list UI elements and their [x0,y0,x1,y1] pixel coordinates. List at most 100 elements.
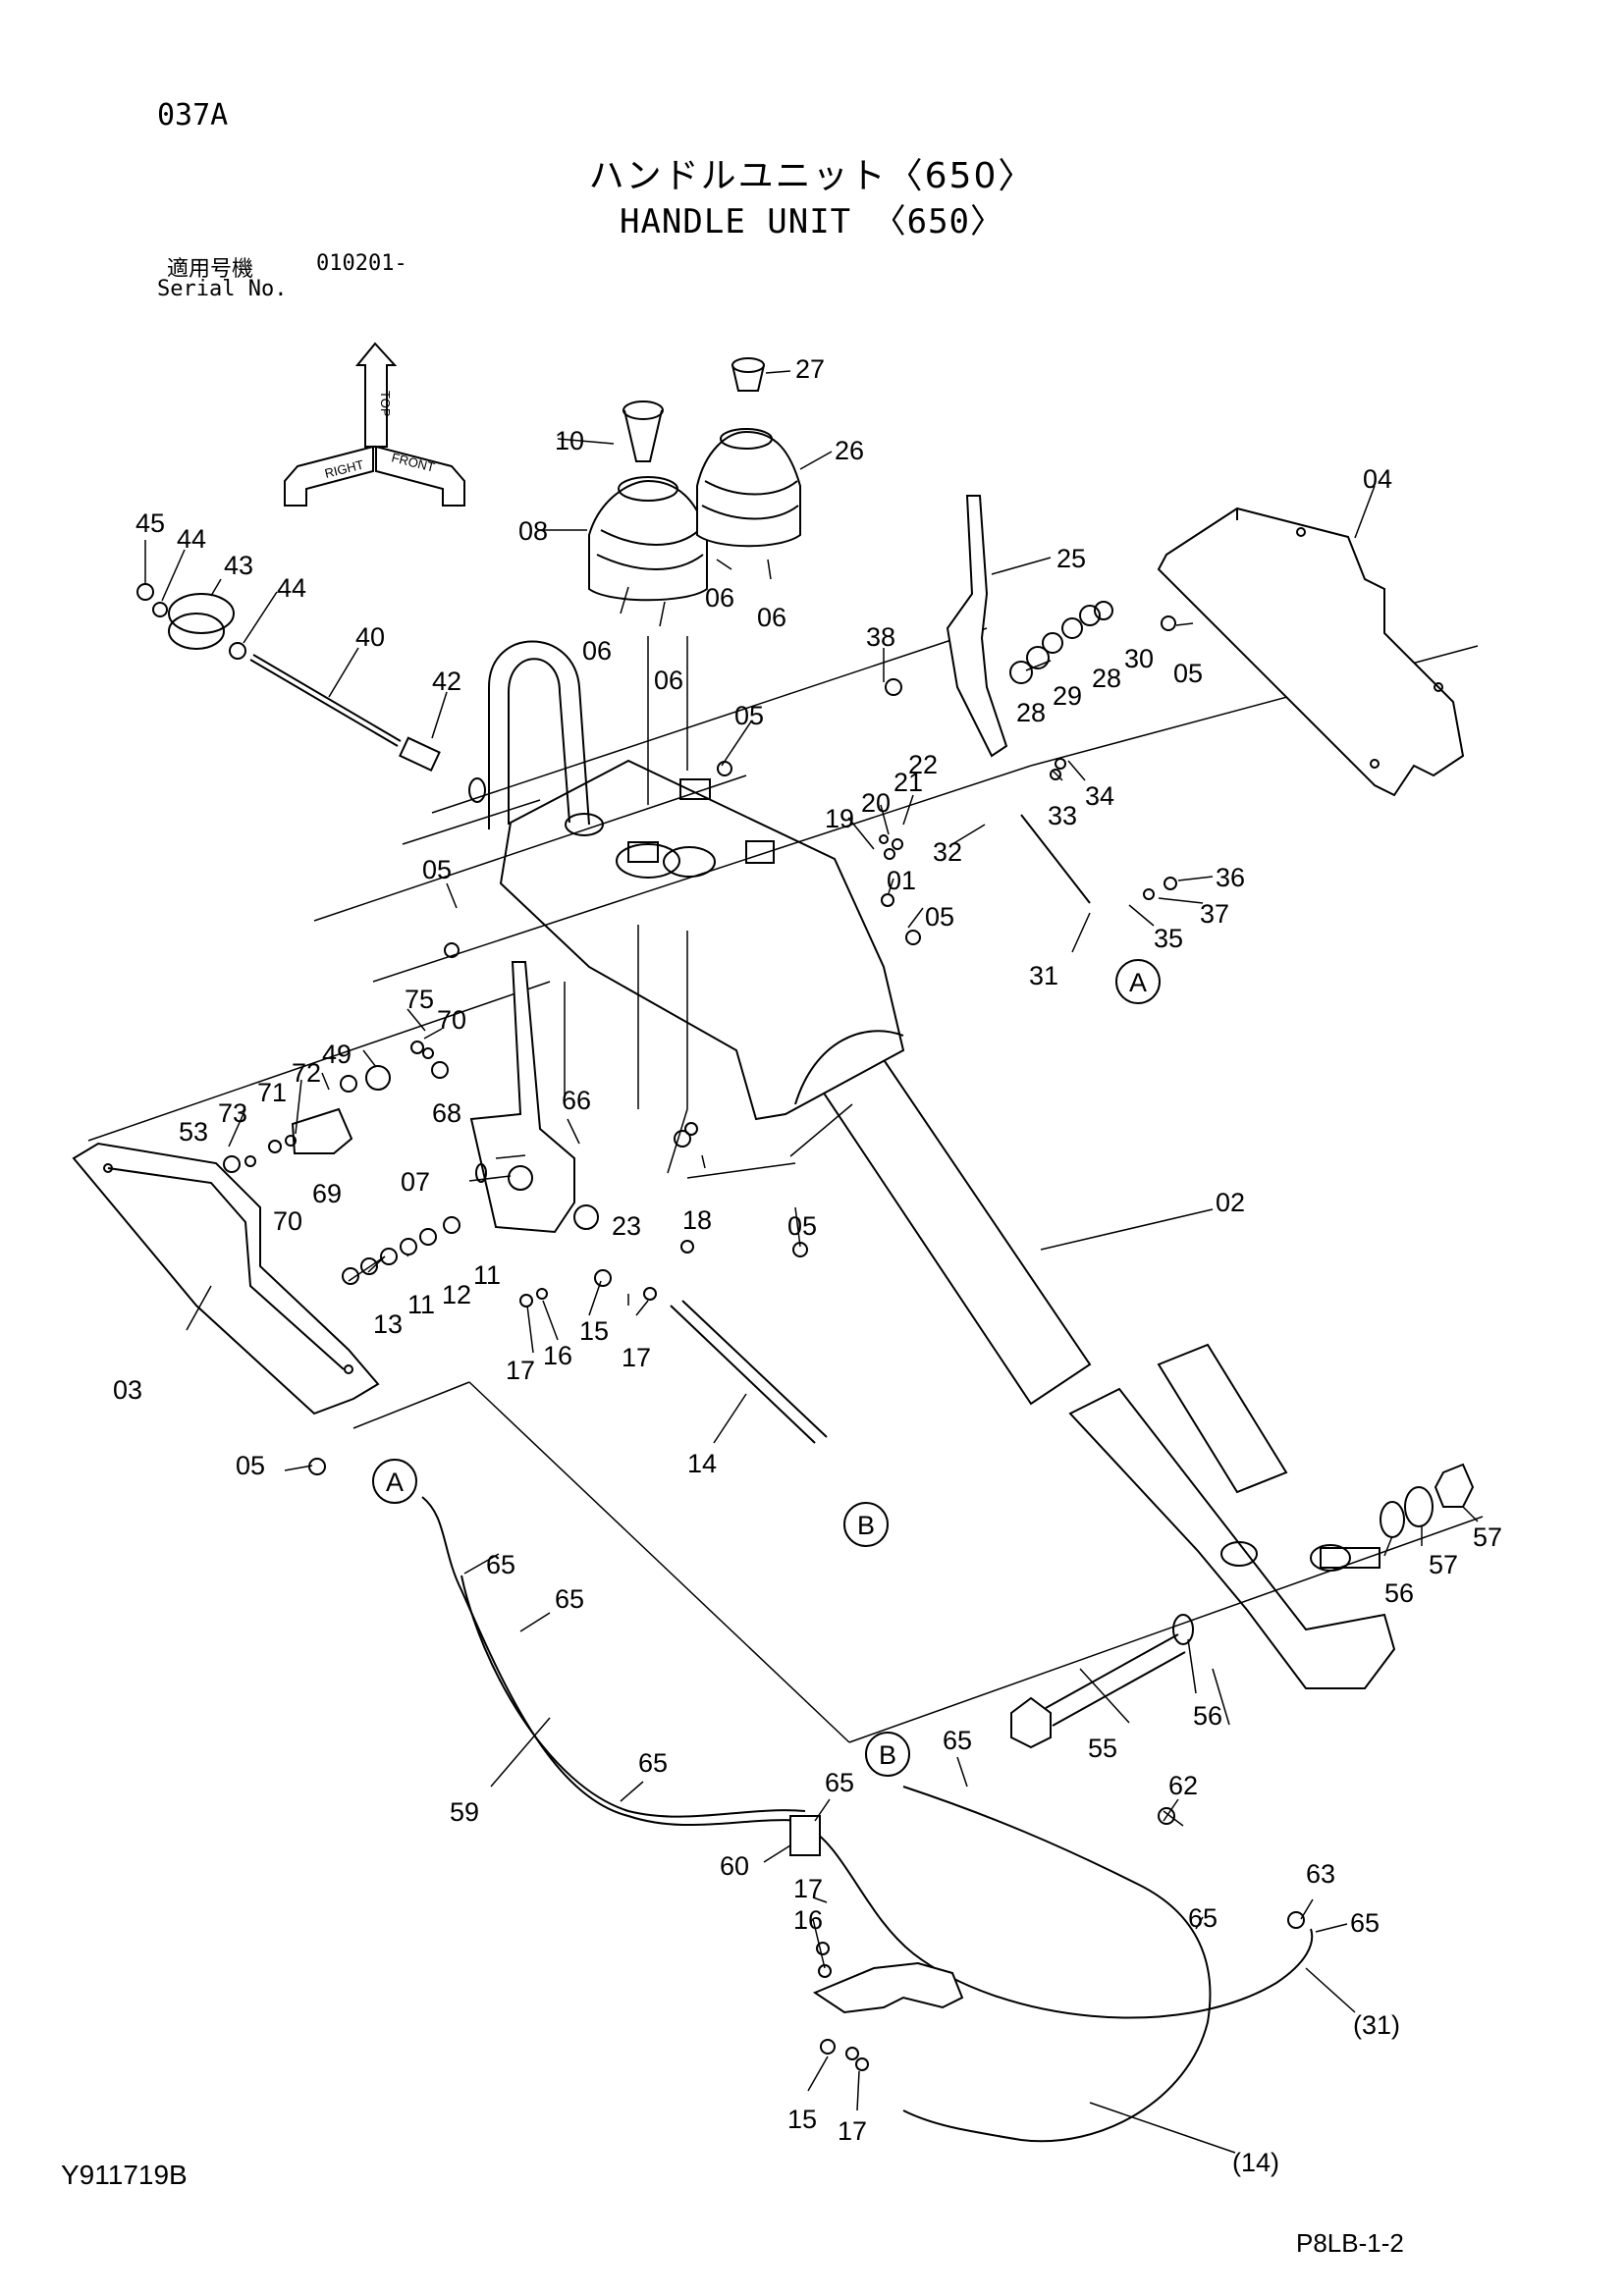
callout-01: 01 [887,866,916,895]
callout-10: 10 [555,426,584,455]
callout-15-b: 15 [787,2105,817,2134]
callout-05-b: 05 [1173,659,1203,688]
callout-05-a: 05 [734,701,764,730]
callout-71: 71 [257,1078,287,1107]
callout-32: 32 [933,837,962,867]
callout-28-b: 28 [1092,664,1121,693]
callout-65-a: 65 [486,1550,515,1579]
callout-42: 42 [432,667,461,696]
connector-a-lower: A [372,1459,417,1504]
part-40-rod [249,654,402,747]
part-27-knob [731,357,765,392]
serial-label-jp: 適用号機 [167,257,254,282]
callout-28-a: 28 [1016,698,1046,727]
part-grab-handle [468,640,604,836]
part-43-disc [168,593,235,650]
callout-65-b: 65 [555,1584,584,1614]
part-14-cable-lower [902,1786,1212,2143]
callout-18: 18 [682,1205,712,1235]
callout-15-a: 15 [579,1316,609,1346]
callout-25: 25 [1056,544,1086,573]
callout-63: 63 [1306,1859,1335,1889]
callout-35: 35 [1154,924,1183,953]
part-26-boot-right [696,428,801,548]
callout-27: 27 [795,354,825,384]
serial-label-en: Serial No. [157,277,288,301]
callout-29: 29 [1053,681,1082,711]
callout-66: 66 [562,1086,591,1115]
callout-12: 12 [442,1280,471,1309]
callout-16-a: 16 [543,1341,572,1370]
callout-44-a: 44 [177,524,206,554]
callout-43: 43 [224,551,253,580]
callout-56-a: 56 [1193,1701,1222,1731]
part-56-washer-2 [1380,1501,1405,1538]
callout-08: 08 [518,516,548,546]
orientation-arrows-icon: TOP RIGHT FRONT [284,342,465,507]
callout-26: 26 [835,436,864,465]
callout-68: 68 [432,1098,461,1128]
callout-06-c: 06 [705,583,734,613]
callout-59: 59 [450,1797,479,1827]
callout-65-f: 65 [1188,1903,1218,1933]
callout-19: 19 [825,804,854,833]
part-59-sheath [421,1496,806,1827]
callout-70-a: 70 [437,1005,466,1035]
part-31-cable [1020,814,1091,904]
document-number: Y911719B [61,2160,188,2190]
callout-60: 60 [720,1851,749,1881]
callout-49: 49 [322,1040,352,1069]
callout-36: 36 [1216,863,1245,892]
part-handle-housing [499,759,905,1121]
callout-05-f: 05 [236,1451,265,1480]
page-reference: P8LB-1-2 [1296,2228,1404,2258]
callout-65-g: 65 [1350,1908,1380,1938]
callout-70-b: 70 [273,1206,302,1236]
callout-05-c: 05 [422,855,452,884]
callout-06-a: 06 [582,636,612,666]
callout-06-d: 06 [757,603,786,632]
callout-02: 02 [1216,1188,1245,1217]
callout-65-e: 65 [943,1726,972,1755]
callout-62: 62 [1168,1771,1198,1800]
part-08-boot-left [588,476,708,602]
callout-leaders [144,370,1479,2154]
callout-14: 14 [687,1449,717,1478]
part-42-bushing [399,736,441,772]
serial-value: 010201- [316,251,407,276]
callout-44-b: 44 [277,573,306,603]
callout-38: 38 [866,622,895,652]
callout-57-b: 57 [1473,1522,1502,1552]
callout-45: 45 [135,508,165,538]
part-60-clamp [789,1815,821,1856]
connector-b-upper: B [843,1502,889,1547]
part-02-handle-tube [803,1029,1396,1689]
callout-07: 07 [401,1167,430,1197]
part-03-side-cover-left [72,1142,380,1415]
section-box-lines [352,1381,1484,1743]
callout-69: 69 [312,1179,342,1208]
callout-34: 34 [1085,781,1114,811]
part-10-knob [623,400,664,462]
callout-17-a: 17 [506,1356,535,1385]
connector-a-upper: A [1115,959,1161,1004]
page-code: 037A [157,98,229,133]
callout-20: 20 [861,788,891,818]
callout-13: 13 [373,1309,403,1339]
callout-56-b: 56 [1384,1578,1414,1608]
callout-17-b: 17 [622,1343,651,1372]
callout-04: 04 [1363,464,1392,494]
part-31-cable-lower [804,1825,1314,2019]
callout-31-paren: (31) [1353,2010,1400,2040]
callout-37: 37 [1200,899,1229,929]
part-07-lever-plate [469,961,575,1234]
callout-14-paren: (14) [1232,2148,1279,2177]
callout-40: 40 [355,622,385,652]
callout-23: 23 [612,1211,641,1241]
page-title-en: HANDLE UNIT 〈650〉 [619,202,1005,241]
callout-55: 55 [1088,1734,1117,1763]
part-55-bolt [1010,1633,1186,1749]
callout-65-c: 65 [638,1748,668,1778]
orientation-label-top: TOP [378,391,393,417]
